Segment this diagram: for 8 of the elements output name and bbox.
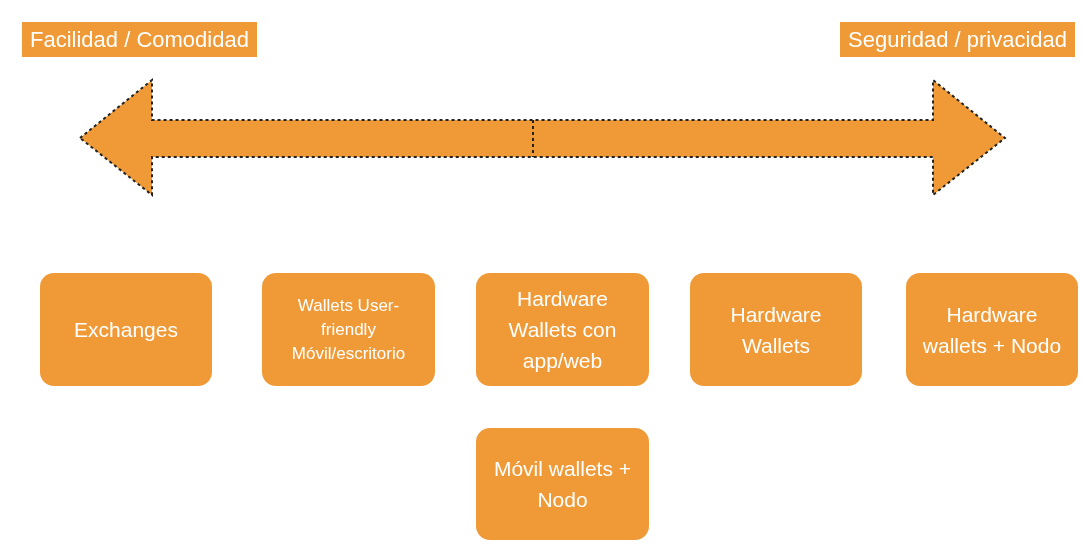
category-box: Exchanges	[40, 273, 212, 386]
category-box: Wallets User-friendly Móvil/escritorio	[262, 273, 435, 386]
category-box: Hardware Wallets con app/web	[476, 273, 649, 386]
end-label: Facilidad / Comodidad	[22, 22, 257, 57]
category-box: Móvil wallets + Nodo	[476, 428, 649, 540]
category-box: Hardware wallets + Nodo	[906, 273, 1078, 386]
category-box: Hardware Wallets	[690, 273, 862, 386]
end-label: Seguridad / privacidad	[840, 22, 1075, 57]
